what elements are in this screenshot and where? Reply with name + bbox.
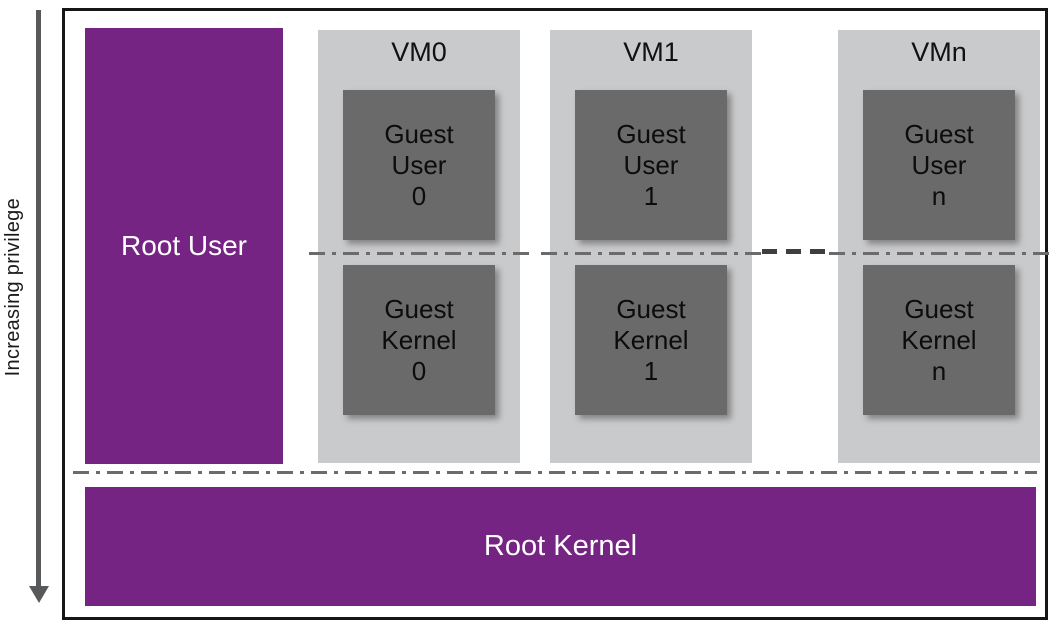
guest-kernel-label: Guest Kernel 1 xyxy=(613,293,689,386)
vm-privilege-divider xyxy=(829,252,1049,255)
root-kernel-label: Root Kernel xyxy=(483,530,638,562)
vm-label: VMn xyxy=(911,37,967,67)
privilege-arrowhead-icon xyxy=(29,586,49,603)
vm-ellipsis-dashes xyxy=(762,249,832,254)
vm-privilege-divider xyxy=(309,252,529,255)
root-kernel-box: Root Kernel xyxy=(85,487,1036,606)
vm-label: VM0 xyxy=(391,37,447,67)
guest-kernel-label: Guest Kernel n xyxy=(901,293,977,386)
guest-user-box: Guest User n xyxy=(863,90,1015,240)
guest-user-label: Guest User n xyxy=(904,118,974,211)
vm-privilege-divider xyxy=(541,252,761,255)
root-privilege-divider xyxy=(73,471,1037,474)
guest-user-label: Guest User 0 xyxy=(384,118,454,211)
vm-panel-0: VM0 Guest User 0 Guest Kernel 0 xyxy=(309,30,529,463)
root-user-box: Root User xyxy=(85,28,283,464)
vm-panel-n: VMn Guest User n Guest Kernel n xyxy=(829,30,1049,463)
privilege-axis-label: Increasing privilege xyxy=(2,198,24,377)
vm-label: VM1 xyxy=(623,37,679,67)
guest-user-box: Guest User 1 xyxy=(575,90,727,240)
guest-kernel-box: Guest Kernel 0 xyxy=(343,265,495,415)
guest-user-label: Guest User 1 xyxy=(616,118,686,211)
guest-kernel-box: Guest Kernel 1 xyxy=(575,265,727,415)
guest-user-box: Guest User 0 xyxy=(343,90,495,240)
guest-kernel-box: Guest Kernel n xyxy=(863,265,1015,415)
guest-kernel-label: Guest Kernel 0 xyxy=(381,293,457,386)
privilege-arrow-line xyxy=(36,10,41,588)
vm-panel-1: VM1 Guest User 1 Guest Kernel 1 xyxy=(541,30,761,463)
system-boundary: Root User VM0 Guest User 0 Guest Kernel … xyxy=(62,8,1049,620)
root-user-label: Root User xyxy=(120,230,248,261)
